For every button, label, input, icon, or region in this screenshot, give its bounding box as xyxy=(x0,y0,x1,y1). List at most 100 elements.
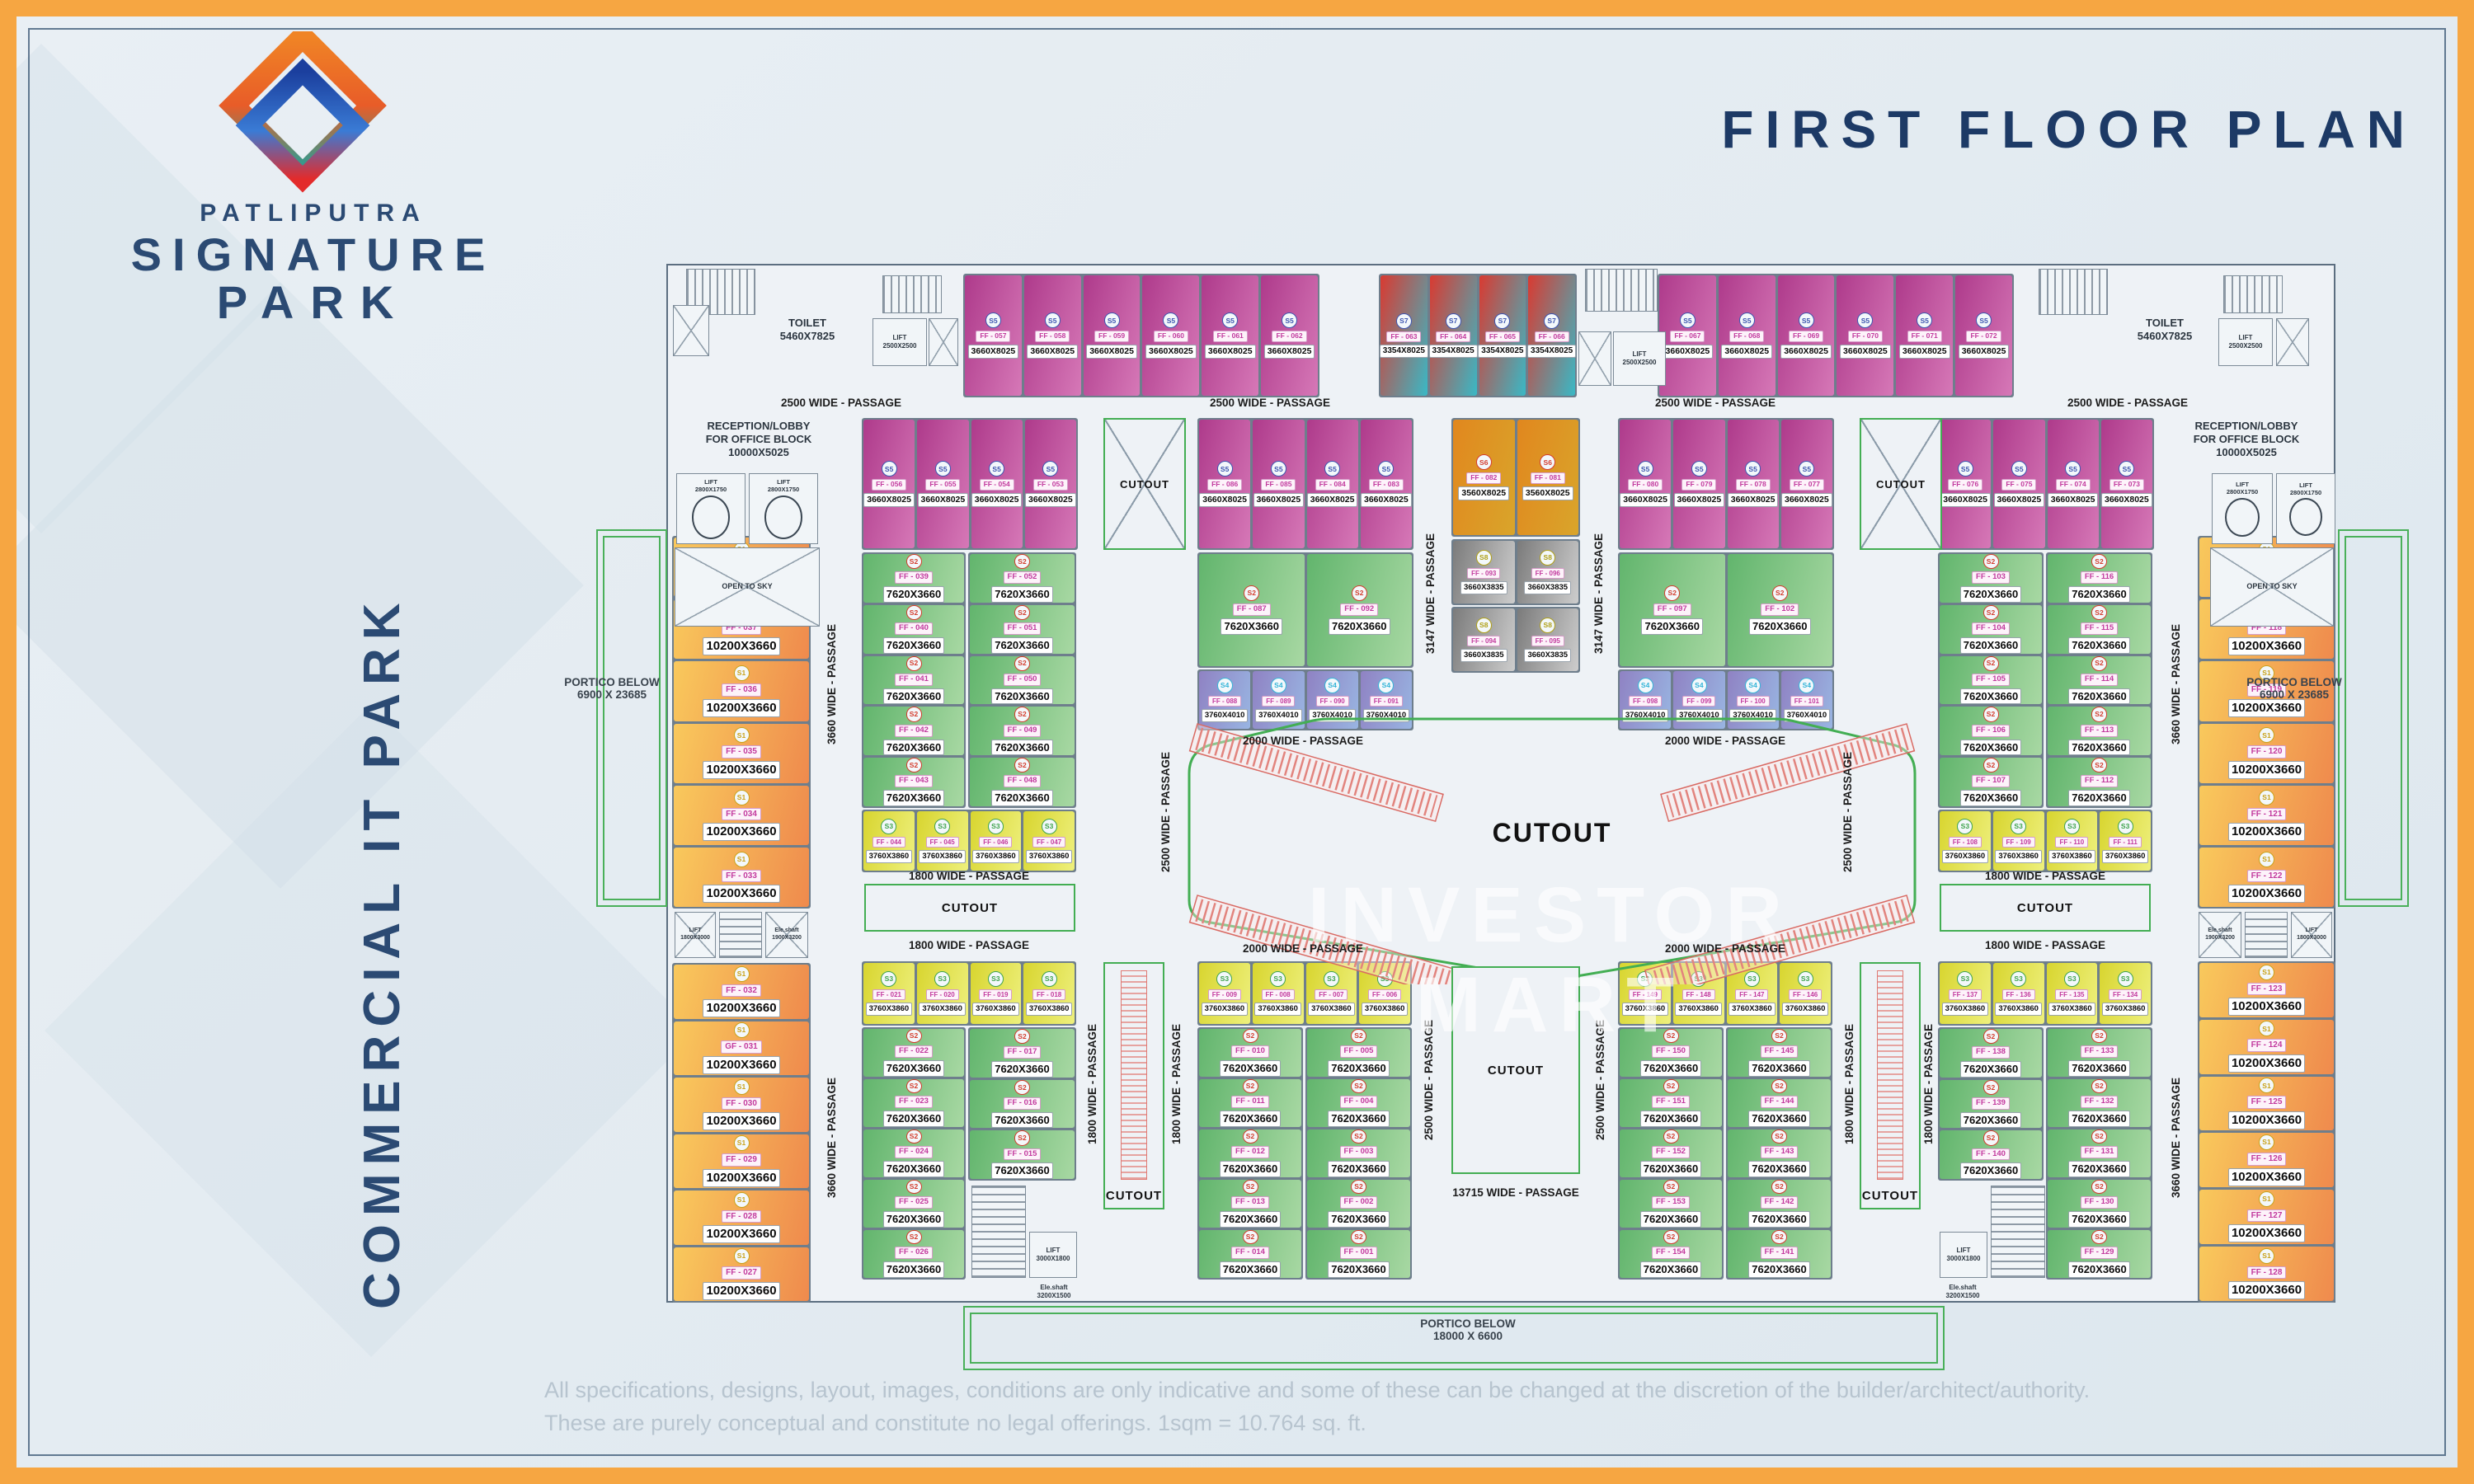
unit-size-label: 7620X3660 xyxy=(1639,1060,1702,1077)
passage-label: 1800 WIDE - PASSAGE xyxy=(1984,870,2106,882)
unit-number-label: FF - 062 xyxy=(1272,331,1307,343)
series-badge: S2 xyxy=(1771,1230,1787,1245)
unit-number-label: FF - 087 xyxy=(1232,603,1271,617)
unit-size-label: 7620X3660 xyxy=(882,1261,945,1278)
portico-outline xyxy=(596,529,667,907)
series-badge: S8 xyxy=(1540,618,1556,634)
unit-number-label: FF - 051 xyxy=(1003,622,1042,635)
unit-number-label: FF - 108 xyxy=(1948,837,1982,848)
unit-size-label: 7620X3660 xyxy=(2068,1261,2130,1278)
service-label: LIFT 2800X1750 xyxy=(2226,481,2259,496)
unit-size-label: 7620X3660 xyxy=(991,1162,1053,1180)
unit-size-label: 3660X8025 xyxy=(1027,345,1079,359)
series-badge: S3 xyxy=(1797,971,1813,988)
unit-number-label: FF - 147 xyxy=(1735,989,1769,1001)
series-badge: S2 xyxy=(1771,1129,1787,1144)
series-badge: S5 xyxy=(2065,461,2081,477)
series-badge: S5 xyxy=(934,461,951,477)
unit-size-label: 3354X8025 xyxy=(1478,345,1527,359)
stairs-icon xyxy=(971,1186,1026,1278)
unit-size-label: 10200X3660 xyxy=(2227,636,2306,655)
unit-number-label: FF - 044 xyxy=(872,837,905,848)
stairs-icon xyxy=(2223,275,2283,313)
unit-number-label: FF - 048 xyxy=(1003,775,1042,788)
unit-number-label: FF - 067 xyxy=(1670,331,1705,343)
series-badge: S3 xyxy=(1041,971,1057,988)
unit-size-label: 7620X3660 xyxy=(882,1161,945,1177)
unit-size-label: 3760X3860 xyxy=(919,850,966,863)
unit-size-label: 3660X8025 xyxy=(1253,493,1305,507)
series-badge: S6 xyxy=(1475,454,1492,471)
series-badge: S3 xyxy=(987,819,1004,835)
unit-size-label: 3760X3860 xyxy=(2048,1003,2095,1016)
series-badge: S2 xyxy=(1351,585,1367,602)
unit-size-label: 3660X8025 xyxy=(1025,493,1076,507)
unit-number-label: FF - 122 xyxy=(2246,869,2287,883)
series-badge: S1 xyxy=(733,1191,750,1208)
service-label: LIFT 2500X2500 xyxy=(1622,350,1657,366)
unit-number-label: FF - 107 xyxy=(1972,775,2010,788)
unit-number-label: FF - 073 xyxy=(2109,479,2144,491)
series-badge: S8 xyxy=(1540,550,1556,566)
unit-number-label: FF - 021 xyxy=(872,989,905,1001)
unit-number-label: FF - 099 xyxy=(1682,696,1716,707)
unit-number-label: FF - 139 xyxy=(1972,1097,2010,1110)
unit-size-label: 10200X3660 xyxy=(2227,698,2306,717)
unit-size-label: 3760X3860 xyxy=(1941,850,1989,863)
unit-size-label: 7620X3660 xyxy=(1748,1111,1810,1127)
unit-size-label: 7620X3660 xyxy=(2068,1060,2130,1077)
passage-label: 2500 WIDE - PASSAGE xyxy=(1594,1019,1606,1141)
unit-size-label: 3760X3860 xyxy=(1361,1003,1409,1016)
unit-size-label: 7620X3660 xyxy=(1328,618,1390,635)
unit-size-label: 3660X8025 xyxy=(1727,493,1779,507)
series-badge: S1 xyxy=(2259,1021,2274,1037)
series-badge: S1 xyxy=(2259,1190,2274,1207)
unit-size-label: 3660X8025 xyxy=(1673,493,1725,507)
unit-number-label: FF - 119 xyxy=(2246,683,2287,697)
unit-size-label: 10200X3660 xyxy=(2227,1224,2306,1243)
series-badge: S4 xyxy=(1745,678,1761,694)
unit-number-label: FF - 050 xyxy=(1003,673,1042,686)
series-badge: S2 xyxy=(2091,604,2107,621)
series-badge: S2 xyxy=(905,604,922,621)
passage-label: 2500 WIDE - PASSAGE xyxy=(1654,397,1776,409)
series-badge: S2 xyxy=(1771,585,1788,602)
unit-number-label: FF - 088 xyxy=(1208,696,1242,707)
lift-box: LIFT 3000X1800 xyxy=(1029,1232,1077,1278)
unit-size-label: 3660X3835 xyxy=(1460,649,1507,662)
unit-number-label: FF - 096 xyxy=(1531,568,1564,580)
series-badge: S2 xyxy=(1351,1029,1366,1044)
series-badge: S2 xyxy=(1982,655,1999,671)
unit-size-label: 10200X3660 xyxy=(703,1281,780,1300)
passage-label: 13715 WIDE - PASSAGE xyxy=(1452,1186,1579,1199)
unit-number-label: FF - 124 xyxy=(2246,1039,2287,1052)
series-badge: S2 xyxy=(2091,1079,2107,1094)
series-badge: S2 xyxy=(1242,1230,1258,1245)
